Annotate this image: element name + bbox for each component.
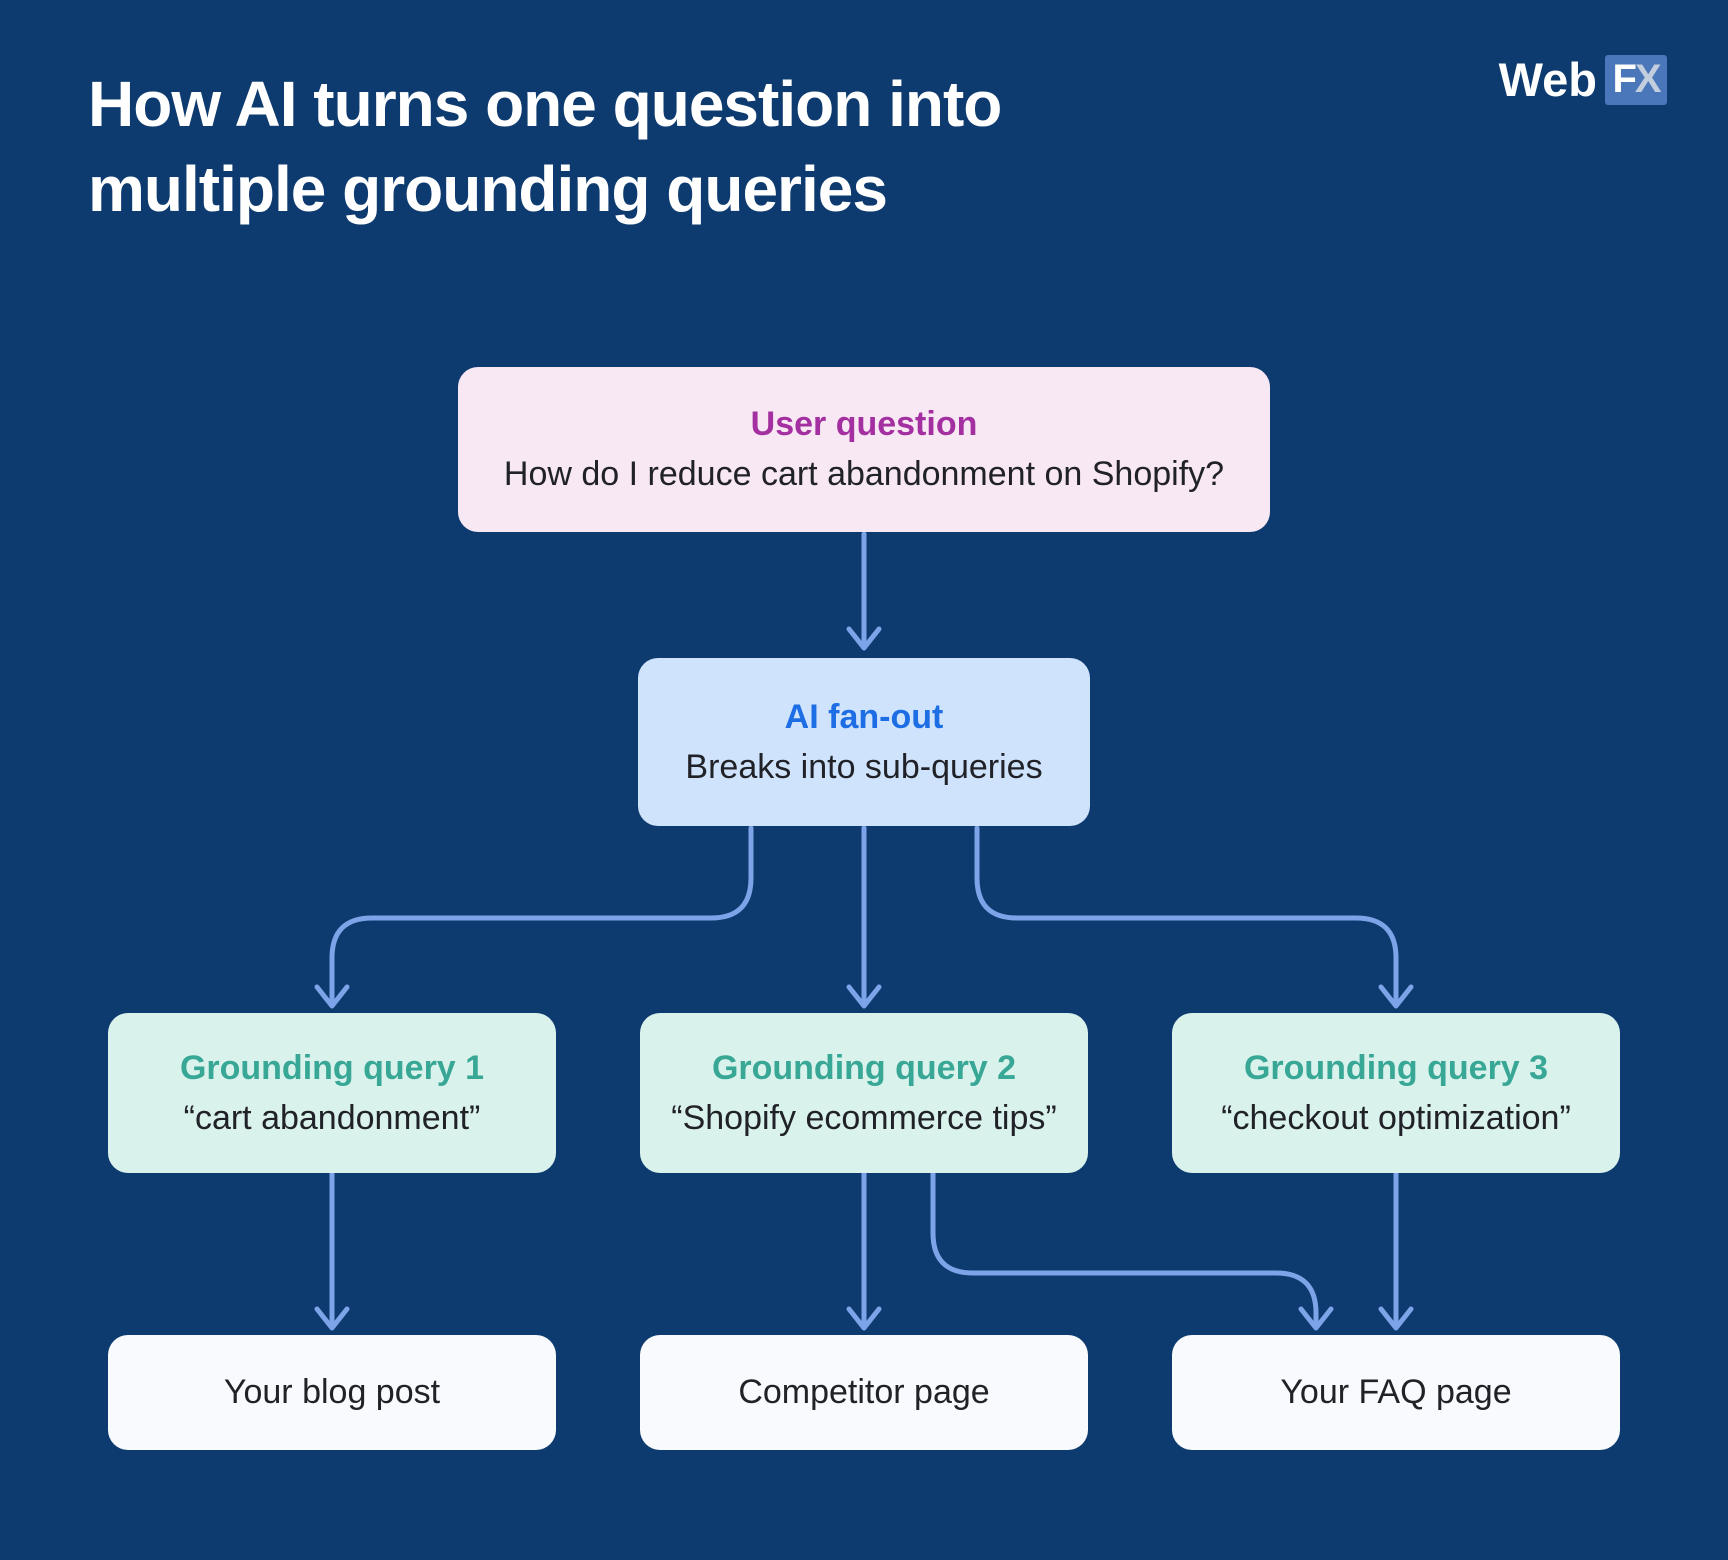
grounding-query-1-box: Grounding query 1 “cart abandonment”: [108, 1013, 556, 1173]
page-title: How AI turns one question into multiple …: [88, 62, 1002, 232]
arrow-question-to-fanout: [846, 531, 882, 651]
grounding-query-2-label: Grounding query 2: [711, 1048, 1017, 1087]
grounding-query-2-text: “Shopify ecommerce tips”: [671, 1098, 1057, 1137]
arrow-query2-to-faq: [930, 1171, 1334, 1331]
destination-blog-post-box: Your blog post: [108, 1335, 556, 1450]
page-title-line-2: multiple grounding queries: [88, 153, 888, 225]
grounding-query-3-label: Grounding query 3: [1243, 1048, 1549, 1087]
grounding-query-3-text: “checkout optimization”: [1221, 1098, 1571, 1137]
grounding-query-3-box: Grounding query 3 “checkout optimization…: [1172, 1013, 1620, 1173]
ai-fanout-label: AI fan-out: [784, 697, 944, 736]
arrow-fanout-to-query1: [314, 825, 754, 1009]
destination-competitor-page-text: Competitor page: [738, 1373, 990, 1411]
destination-faq-page-box: Your FAQ page: [1172, 1335, 1620, 1450]
user-question-text: How do I reduce cart abandonment on Shop…: [503, 455, 1225, 493]
arrow-query2-to-competitor: [846, 1171, 882, 1331]
arrow-query3-to-faq: [1378, 1171, 1414, 1331]
grounding-query-1-label: Grounding query 1: [179, 1048, 485, 1087]
ai-fanout-text: Breaks into sub-queries: [685, 747, 1043, 786]
grounding-query-1-text: “cart abandonment”: [183, 1098, 481, 1137]
user-question-label: User question: [750, 405, 978, 443]
webfx-logo-web-text: Web: [1498, 53, 1597, 106]
destination-blog-post-text: Your blog post: [223, 1373, 441, 1411]
destination-faq-page-text: Your FAQ page: [1280, 1373, 1512, 1411]
user-question-box: User question How do I reduce cart aband…: [458, 367, 1270, 532]
grounding-query-2-box: Grounding query 2 “Shopify ecommerce tip…: [640, 1013, 1088, 1173]
page-title-line-1: How AI turns one question into: [88, 68, 1002, 140]
arrow-fanout-to-query3: [974, 825, 1414, 1009]
ai-fanout-box: AI fan-out Breaks into sub-queries: [638, 658, 1090, 826]
destination-competitor-page-box: Competitor page: [640, 1335, 1088, 1450]
webfx-logo-x: X: [1634, 57, 1662, 101]
arrow-fanout-to-query2: [846, 825, 882, 1009]
webfx-logo-f: F: [1612, 57, 1636, 101]
arrow-query1-to-blog: [314, 1171, 350, 1331]
